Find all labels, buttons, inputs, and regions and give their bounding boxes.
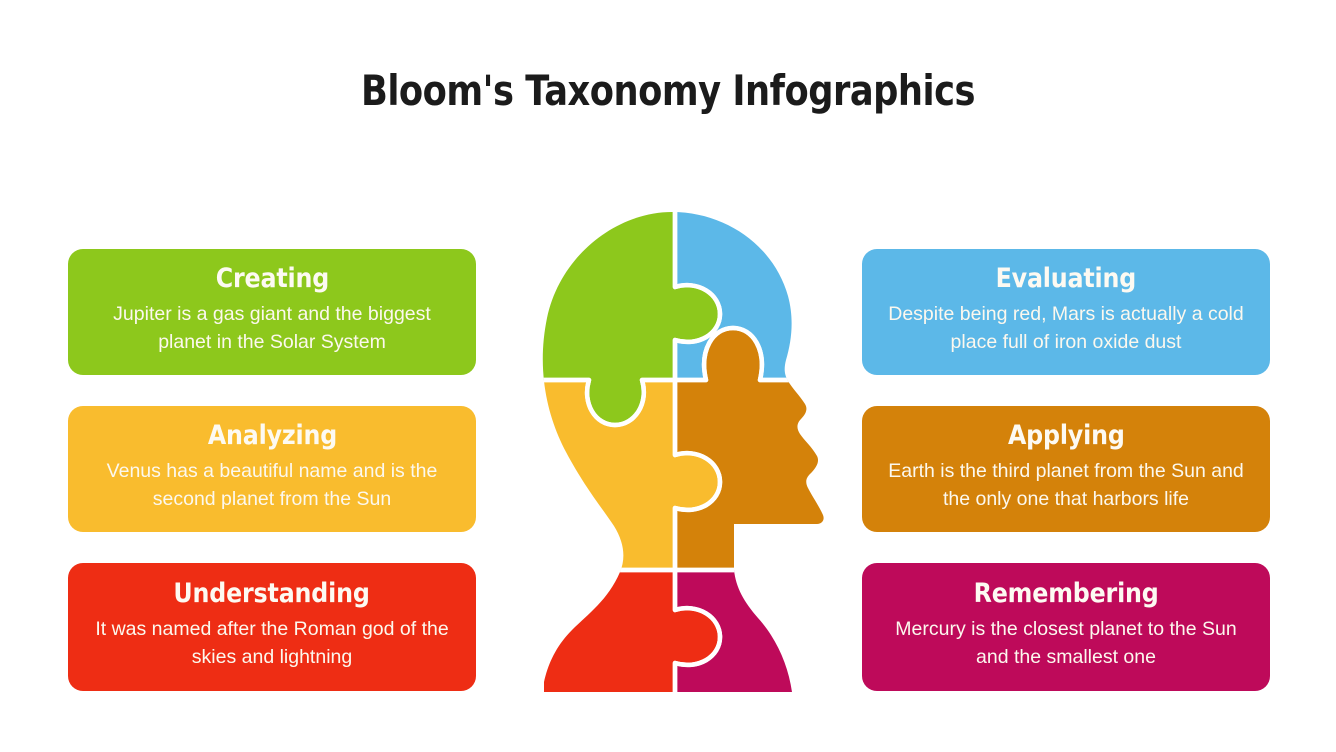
card-analyzing-title: Analyzing — [207, 419, 337, 451]
card-creating-body: Jupiter is a gas giant and the biggest p… — [113, 302, 431, 353]
card-applying[interactable]: Applying Earth is the third planet from … — [862, 406, 1270, 532]
card-applying-body: Earth is the third planet from the Sun a… — [888, 459, 1244, 510]
puzzle-pieces-group — [542, 212, 824, 692]
card-analyzing-body: Venus has a beautiful name and is the se… — [106, 459, 438, 510]
puzzle-head-graphic — [520, 190, 850, 700]
card-analyzing[interactable]: Analyzing Venus has a beautiful name and… — [68, 406, 476, 532]
card-applying-title: Applying — [1007, 419, 1125, 451]
card-understanding-body: It was named after the Roman god of the … — [95, 617, 449, 668]
card-evaluating-title: Evaluating — [995, 262, 1137, 294]
puzzle-head-svg — [542, 212, 824, 692]
card-evaluating-body: Despite being red, Mars is actually a co… — [888, 302, 1244, 353]
card-remembering-title: Remembering — [973, 577, 1159, 609]
card-remembering[interactable]: Remembering Mercury is the closest plane… — [862, 563, 1270, 691]
card-evaluating[interactable]: Evaluating Despite being red, Mars is ac… — [862, 249, 1270, 375]
card-remembering-body: Mercury is the closest planet to the Sun… — [895, 617, 1237, 668]
card-creating-title: Creating — [215, 262, 329, 294]
page-title: Bloom's Taxonomy Infographics — [360, 66, 976, 115]
card-understanding-title: Understanding — [173, 577, 371, 609]
card-understanding[interactable]: Understanding It was named after the Rom… — [68, 563, 476, 691]
card-creating[interactable]: Creating Jupiter is a gas giant and the … — [68, 249, 476, 375]
